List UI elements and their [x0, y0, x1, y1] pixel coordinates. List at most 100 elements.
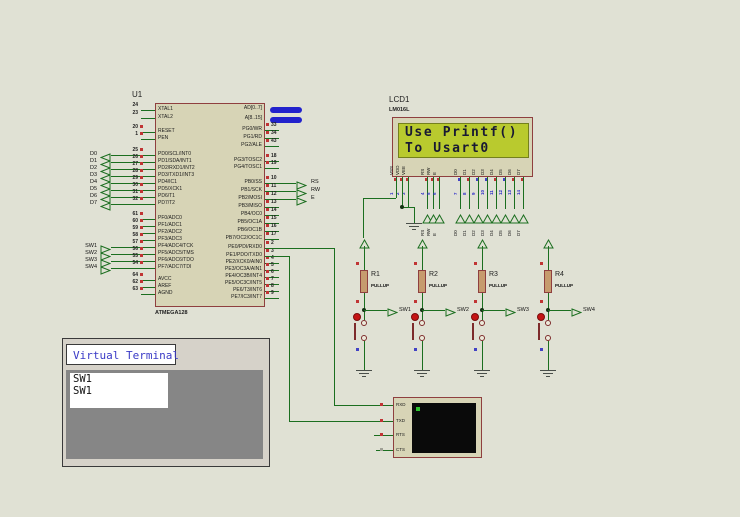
- mcu-pin-number: 23: [132, 110, 138, 116]
- push-button-terminal: [419, 335, 425, 341]
- terminal-output-arrow-icon: [445, 305, 457, 317]
- pin-state-marker: [540, 300, 543, 303]
- terminal-tag-label: D0: [89, 151, 97, 157]
- pin-state-marker: [414, 348, 417, 351]
- push-button-terminal: [361, 335, 367, 341]
- resistor-value-label: PULLUP: [555, 283, 573, 288]
- pin-stub: [265, 239, 279, 240]
- mcu-pin-number: 6: [271, 269, 274, 275]
- virtual-terminal-titlebar[interactable]: Virtual Terminal: [66, 344, 179, 365]
- mcu-pin-label: PD4/IC1: [158, 179, 177, 185]
- lcd-pin-stub: [460, 177, 461, 209]
- push-button-plate[interactable]: [472, 323, 474, 340]
- mcu-pin-label: PD0/SCL/INT0: [158, 151, 192, 157]
- lcd-pin-stub: [427, 177, 428, 209]
- lcd-part-label: LM016L: [389, 107, 410, 113]
- terminal-tag-label: D4: [89, 179, 97, 185]
- terminal-tag-label: RW: [311, 187, 321, 193]
- lcd-pin-stub: [433, 177, 434, 209]
- wire: [408, 177, 409, 207]
- serial-pin-label: RTS: [396, 432, 405, 437]
- mcu-pin-label: AREF: [158, 283, 172, 289]
- pin-state-marker: [266, 241, 269, 244]
- push-button-terminal: [545, 335, 551, 341]
- pin-state-marker: [431, 178, 434, 181]
- resistor-ref-label: R2: [429, 271, 438, 278]
- pin-stub: [265, 130, 279, 131]
- uart-wire: [265, 248, 334, 249]
- pin-wire: [111, 155, 155, 156]
- terminal-input-arrow-icon: [491, 211, 502, 224]
- power-stick: [482, 246, 483, 270]
- terminal-output-line: SW1: [73, 385, 92, 397]
- pin-stub: [141, 233, 155, 234]
- mcu-pin-number: 16: [271, 223, 277, 229]
- pin-state-marker: [503, 178, 506, 181]
- pin-state-marker: [140, 148, 143, 151]
- lcd-terminal-tag-label: D7: [516, 230, 521, 236]
- bus-label-ad0-7: AD[0..7]: [243, 105, 262, 111]
- mcu-pin-label: PE5/OC3C/INT5: [225, 280, 262, 286]
- resistor-value-label: PULLUP: [489, 283, 507, 288]
- wire: [548, 341, 549, 370]
- pin-state-marker: [140, 183, 143, 186]
- pin-state-marker: [266, 176, 269, 179]
- mcu-pin-number: 4: [271, 255, 274, 261]
- wire: [363, 198, 364, 238]
- ground-symbol: [477, 373, 487, 374]
- wire: [364, 293, 365, 320]
- power-stick: [422, 246, 423, 270]
- mcu-pin-label: PB4/OC0: [240, 211, 262, 217]
- push-button-actuator[interactable]: [411, 313, 419, 321]
- lcd-pin-stub: [439, 177, 440, 209]
- pin-state-marker: [474, 300, 477, 303]
- pin-state-marker: [266, 291, 269, 294]
- mcu-pin-label: PEN: [158, 135, 169, 141]
- pin-stub: [374, 435, 393, 436]
- push-button-plate[interactable]: [538, 323, 540, 340]
- mcu-pin-number: 17: [271, 231, 277, 237]
- mcu-pin-number: 29: [132, 175, 138, 181]
- resistor-R2: [418, 270, 426, 293]
- address-bus-a8-15: [270, 117, 302, 123]
- push-button-actuator[interactable]: [537, 313, 545, 321]
- pin-stub: [265, 138, 279, 139]
- mcu-pin-label: PF6/ADC6/TDO: [158, 257, 194, 263]
- terminal-output-arrow-icon: [99, 199, 111, 211]
- power-stick: [364, 246, 365, 270]
- mcu-pin-label: PD7/T2: [158, 200, 175, 206]
- resistor-R4: [544, 270, 552, 293]
- terminal-input-arrow-icon: [482, 211, 493, 224]
- lcd-text-line-1: Use Printf(): [405, 125, 519, 140]
- terminal-tag-label: SW3: [85, 257, 97, 263]
- terminal-input-arrow-icon: [100, 242, 112, 254]
- wire: [364, 310, 387, 311]
- pin-state-marker: [140, 176, 143, 179]
- resistor-ref-label: R3: [489, 271, 498, 278]
- power-terminal-icon: [543, 236, 554, 249]
- push-button-terminal: [361, 320, 367, 326]
- pin-state-marker: [140, 280, 143, 283]
- mcu-pin-number: 24: [132, 102, 138, 108]
- pin-state-marker: [140, 197, 143, 200]
- wire: [396, 177, 397, 198]
- push-button-plate[interactable]: [354, 323, 356, 340]
- ground-symbol: [356, 370, 372, 371]
- push-button-actuator[interactable]: [353, 313, 361, 321]
- pin-state-marker: [356, 348, 359, 351]
- mcu-pin-label: PF1/ADC1: [158, 222, 182, 228]
- terminal-tag-label: SW2: [85, 250, 97, 256]
- lcd-pin-name: D5: [498, 169, 503, 175]
- lcd-pin-name: D1: [462, 169, 467, 175]
- power-terminal-icon: [359, 236, 370, 249]
- pin-stub: [141, 132, 155, 133]
- pin-state-marker: [414, 262, 417, 265]
- pin-stub: [141, 226, 155, 227]
- push-button-plate[interactable]: [412, 323, 414, 340]
- pin-state-marker: [474, 262, 477, 265]
- push-button-actuator[interactable]: [471, 313, 479, 321]
- mcu-pin-label: PB2/MOSI: [238, 195, 262, 201]
- pin-state-marker: [356, 262, 359, 265]
- terminal-tag-label: SW1: [399, 307, 411, 313]
- lcd-terminal-tag-label: D5: [498, 230, 503, 236]
